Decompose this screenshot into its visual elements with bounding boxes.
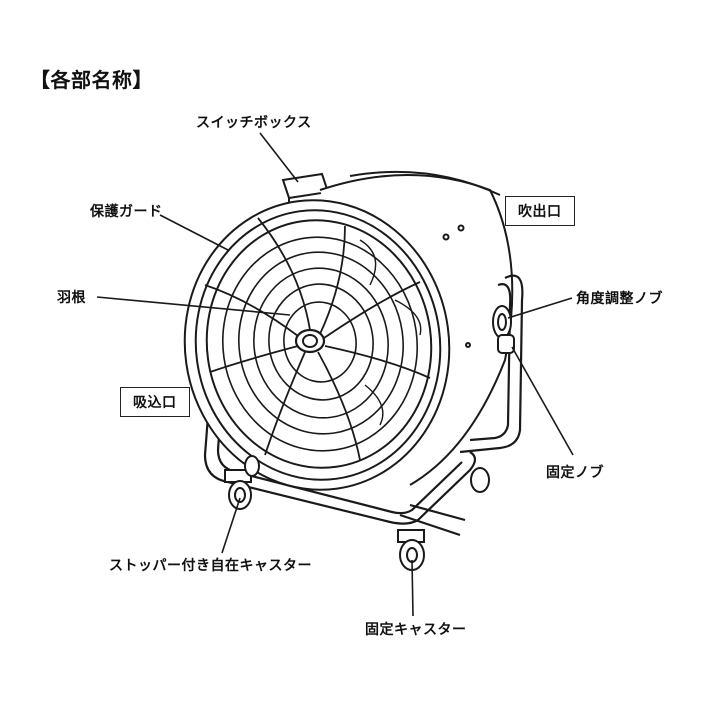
label-inlet: 吸込口: [120, 387, 190, 417]
leader-guard: [159, 214, 229, 251]
leader-stopper-caster: [221, 497, 241, 554]
leader-fixed-caster: [411, 559, 414, 617]
label-blade: 羽根: [57, 290, 86, 306]
label-outlet: 吹出口: [505, 196, 575, 226]
label-fixing-knob: 固定ノブ: [546, 465, 604, 481]
label-switch-box: スイッチボックス: [196, 115, 312, 131]
leader-switch-box: [259, 132, 299, 183]
label-stopper-caster: ストッパー付き自在キャスター: [109, 558, 312, 574]
caster-front-left-illustration: [224, 469, 252, 510]
label-fixed-caster: 固定キャスター: [365, 622, 467, 638]
guard-illustration: [183, 199, 451, 491]
caster-back-left-illustration: [244, 455, 260, 477]
leader-blade: [96, 296, 291, 316]
caster-back-right-illustration: [470, 467, 490, 493]
stand-frame: [203, 274, 524, 537]
label-angle-knob: 角度調整ノブ: [576, 291, 663, 307]
label-guard: 保護ガード: [90, 204, 163, 220]
leader-angle-knob: [507, 297, 573, 319]
page-title: 【各部名称】: [30, 68, 153, 92]
caster-front-right-illustration: [397, 529, 425, 571]
leader-fixing-knob: [511, 346, 574, 456]
knob-illustration: [492, 305, 515, 354]
